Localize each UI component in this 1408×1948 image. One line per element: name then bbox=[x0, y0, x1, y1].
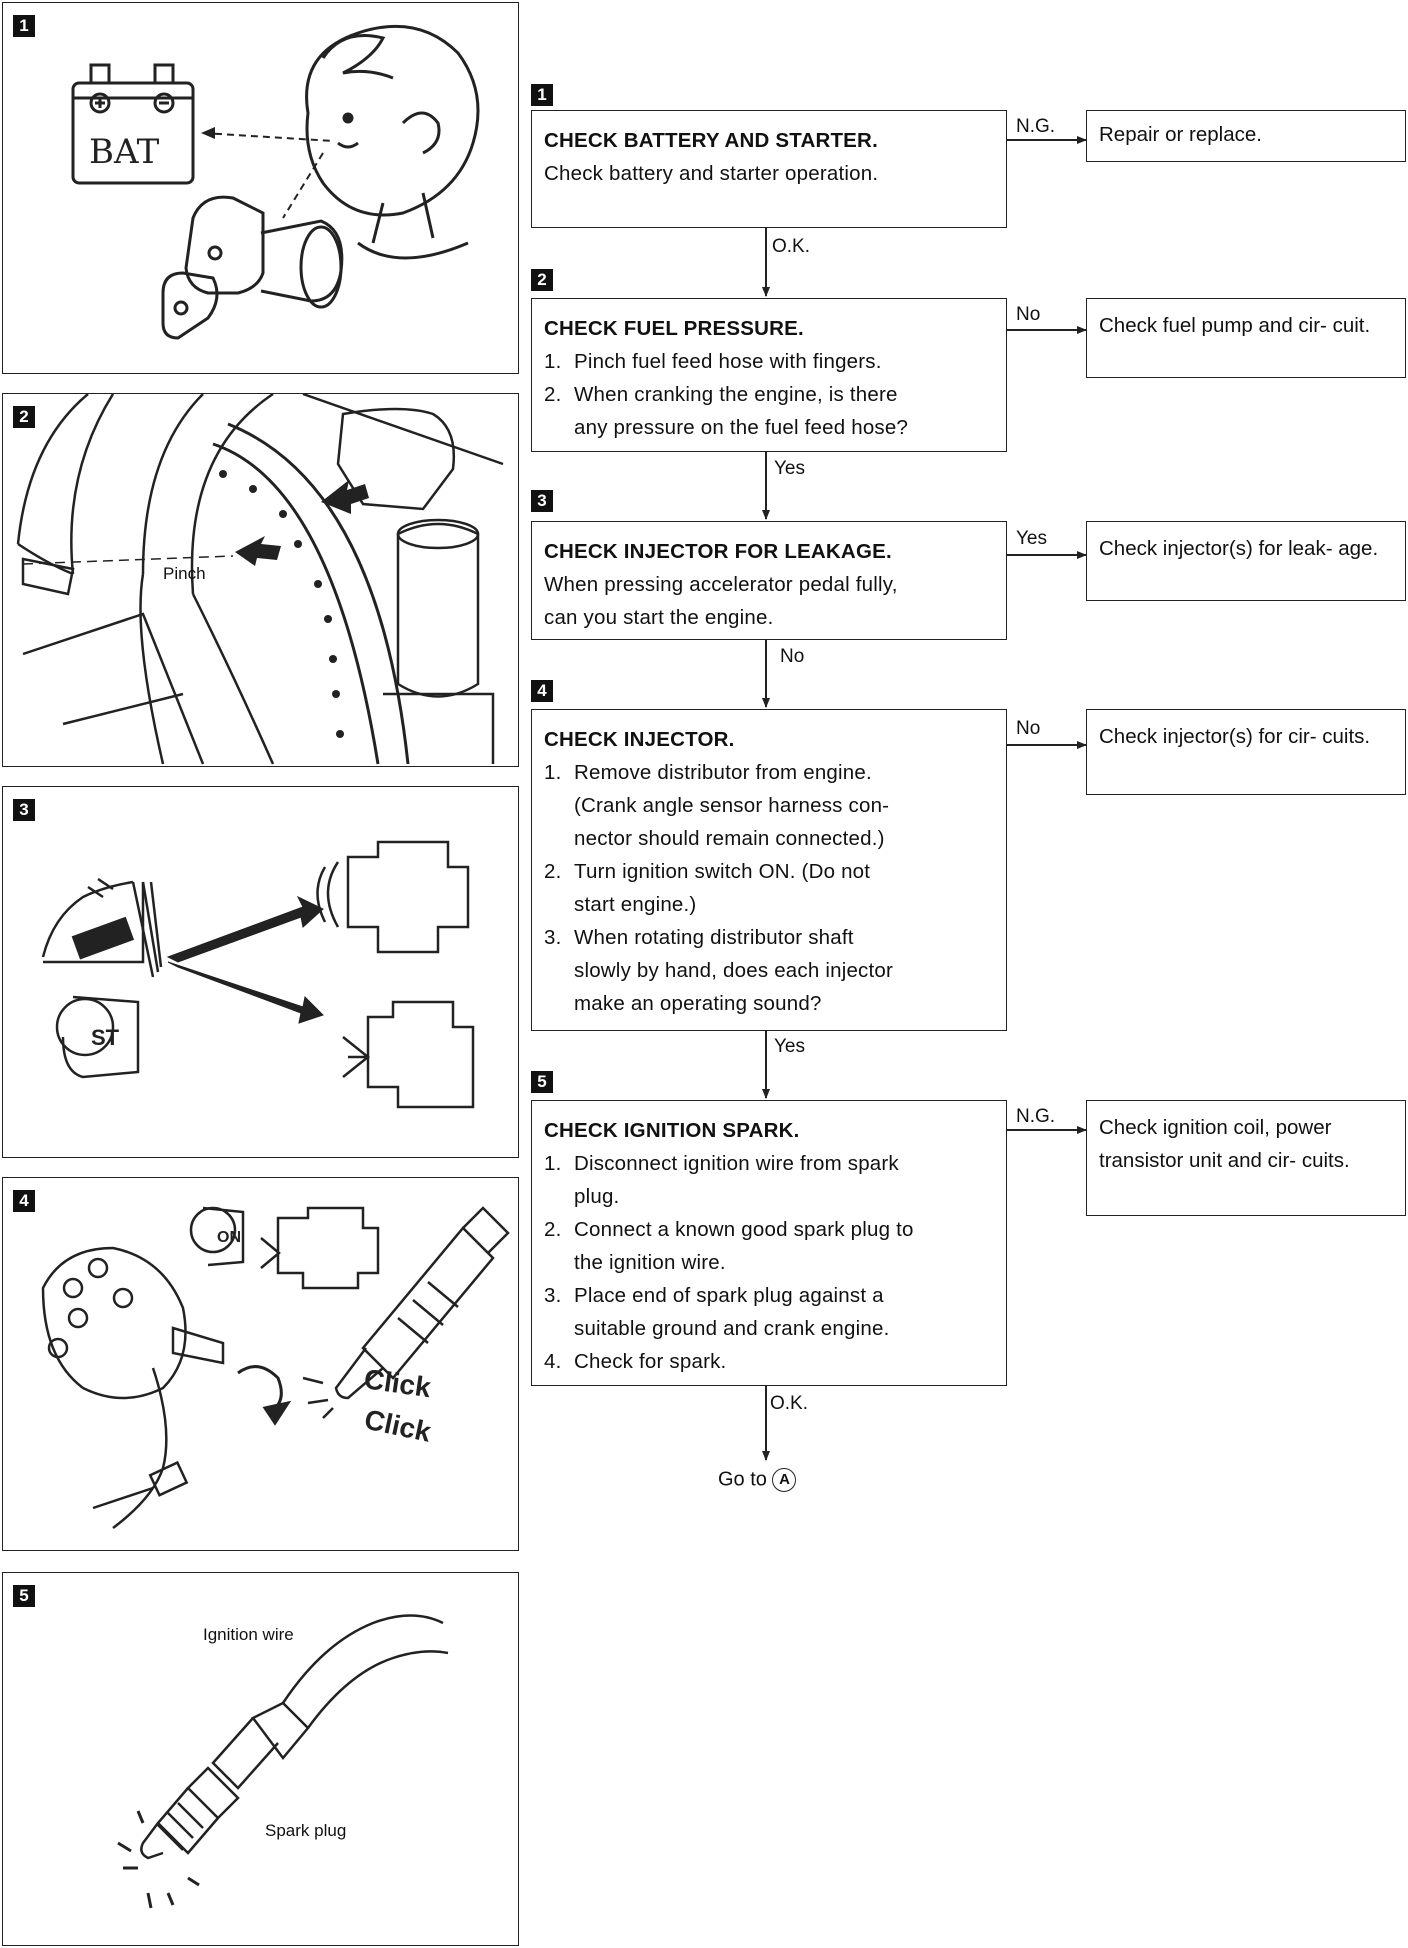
result-text: Check fuel pump and cir- bbox=[1099, 314, 1327, 337]
branch-label-5: N.G. bbox=[1016, 1106, 1055, 1128]
step-text: When pressing accelerator pedal fully, bbox=[544, 568, 994, 601]
down-label-5: O.K. bbox=[770, 1393, 808, 1415]
branch-label-1: N.G. bbox=[1016, 116, 1055, 138]
step-box-3: CHECK INJECTOR FOR LEAKAGE. When pressin… bbox=[531, 521, 1007, 640]
item-text: Turn ignition switch ON. (Do not bbox=[574, 855, 994, 888]
goto-text: Go to bbox=[718, 1468, 767, 1490]
item-number: 3. bbox=[544, 921, 562, 954]
result-text: Check injector(s) for leak- bbox=[1099, 537, 1333, 560]
result-text: cuit. bbox=[1333, 314, 1371, 337]
item-number: 2. bbox=[544, 1213, 562, 1246]
item-text: the ignition wire. bbox=[574, 1246, 994, 1279]
item-text: any pressure on the fuel feed hose? bbox=[574, 411, 994, 444]
step-number-badge-5: 5 bbox=[531, 1071, 553, 1093]
result-text: cuits. bbox=[1322, 725, 1370, 748]
item-text: When cranking the engine, is there bbox=[574, 378, 994, 411]
item-text: Connect a known good spark plug to bbox=[574, 1213, 994, 1246]
down-label-1: O.K. bbox=[772, 236, 810, 258]
step-box-4: CHECK INJECTOR. 1. Remove distributor fro… bbox=[531, 709, 1007, 1031]
item-text: make an operating sound? bbox=[574, 987, 994, 1020]
branch-label-4: No bbox=[1016, 718, 1040, 740]
step-text: can you start the engine. bbox=[544, 601, 994, 634]
list-item: 1. Disconnect ignition wire from sparkplu… bbox=[544, 1147, 994, 1213]
step-number-badge-4: 4 bbox=[531, 680, 553, 702]
list-item: 2. When cranking the engine, is thereany … bbox=[544, 378, 994, 444]
item-text: Place end of spark plug against a bbox=[574, 1279, 994, 1312]
item-text: suitable ground and crank engine. bbox=[574, 1312, 994, 1345]
step-box-5: CHECK IGNITION SPARK. 1. Disconnect ignit… bbox=[531, 1100, 1007, 1386]
item-text: start engine.) bbox=[574, 888, 994, 921]
goto-target-badge: A bbox=[772, 1468, 796, 1492]
result-text: Repair or replace. bbox=[1099, 123, 1262, 146]
result-text: Check ignition coil, power bbox=[1099, 1116, 1331, 1139]
item-text: plug. bbox=[574, 1180, 994, 1213]
step-title: CHECK INJECTOR. bbox=[544, 723, 994, 756]
step-title: CHECK BATTERY AND STARTER. bbox=[544, 124, 994, 157]
item-text: Check for spark. bbox=[574, 1345, 994, 1378]
result-box-1: Repair or replace. bbox=[1086, 110, 1406, 162]
result-box-5: Check ignition coil, power transistor un… bbox=[1086, 1100, 1406, 1216]
branch-label-3: Yes bbox=[1016, 528, 1047, 550]
result-text: Check injector(s) for cir- bbox=[1099, 725, 1317, 748]
item-number: 4. bbox=[544, 1345, 562, 1378]
step-box-1: CHECK BATTERY AND STARTER. Check battery… bbox=[531, 110, 1007, 228]
item-text: Disconnect ignition wire from spark bbox=[574, 1147, 994, 1180]
goto-reference: Go to A bbox=[718, 1468, 796, 1492]
down-label-2: Yes bbox=[774, 458, 805, 480]
step-title: CHECK FUEL PRESSURE. bbox=[544, 312, 994, 345]
item-number: 2. bbox=[544, 378, 562, 411]
item-text: When rotating distributor shaft bbox=[574, 921, 994, 954]
item-text: slowly by hand, does each injector bbox=[574, 954, 994, 987]
list-item: 4. Check for spark. bbox=[544, 1345, 994, 1378]
list-item: 1. Pinch fuel feed hose with fingers. bbox=[544, 345, 994, 378]
step-number-badge-3: 3 bbox=[531, 490, 553, 512]
result-text: age. bbox=[1338, 537, 1378, 560]
step-list: 1. Pinch fuel feed hose with fingers. 2. W… bbox=[544, 345, 994, 444]
step-number-badge-2: 2 bbox=[531, 269, 553, 291]
down-label-4: Yes bbox=[774, 1036, 805, 1058]
down-label-3: No bbox=[780, 646, 804, 668]
branch-label-2: No bbox=[1016, 304, 1040, 326]
result-text: cuits. bbox=[1302, 1149, 1350, 1172]
result-box-3: Check injector(s) for leak- age. bbox=[1086, 521, 1406, 601]
item-number: 1. bbox=[544, 756, 562, 789]
step-title: CHECK INJECTOR FOR LEAKAGE. bbox=[544, 535, 994, 568]
list-item: 1. Remove distributor from engine.(Crank … bbox=[544, 756, 994, 855]
step-text: Check battery and starter operation. bbox=[544, 157, 994, 190]
item-text: Remove distributor from engine. bbox=[574, 756, 994, 789]
result-text: transistor unit and cir- bbox=[1099, 1149, 1296, 1172]
result-box-2: Check fuel pump and cir- cuit. bbox=[1086, 298, 1406, 378]
step-title: CHECK IGNITION SPARK. bbox=[544, 1114, 994, 1147]
item-text: (Crank angle sensor harness con- bbox=[574, 789, 994, 822]
step-box-2: CHECK FUEL PRESSURE. 1. Pinch fuel feed h… bbox=[531, 298, 1007, 452]
step-list: 1. Remove distributor from engine.(Crank … bbox=[544, 756, 994, 1020]
item-number: 3. bbox=[544, 1279, 562, 1312]
item-text: nector should remain connected.) bbox=[574, 822, 994, 855]
step-number-badge-1: 1 bbox=[531, 84, 553, 106]
item-number: 1. bbox=[544, 1147, 562, 1180]
result-box-4: Check injector(s) for cir- cuits. bbox=[1086, 709, 1406, 795]
item-text: Pinch fuel feed hose with fingers. bbox=[574, 345, 994, 378]
item-number: 1. bbox=[544, 345, 562, 378]
item-number: 2. bbox=[544, 855, 562, 888]
